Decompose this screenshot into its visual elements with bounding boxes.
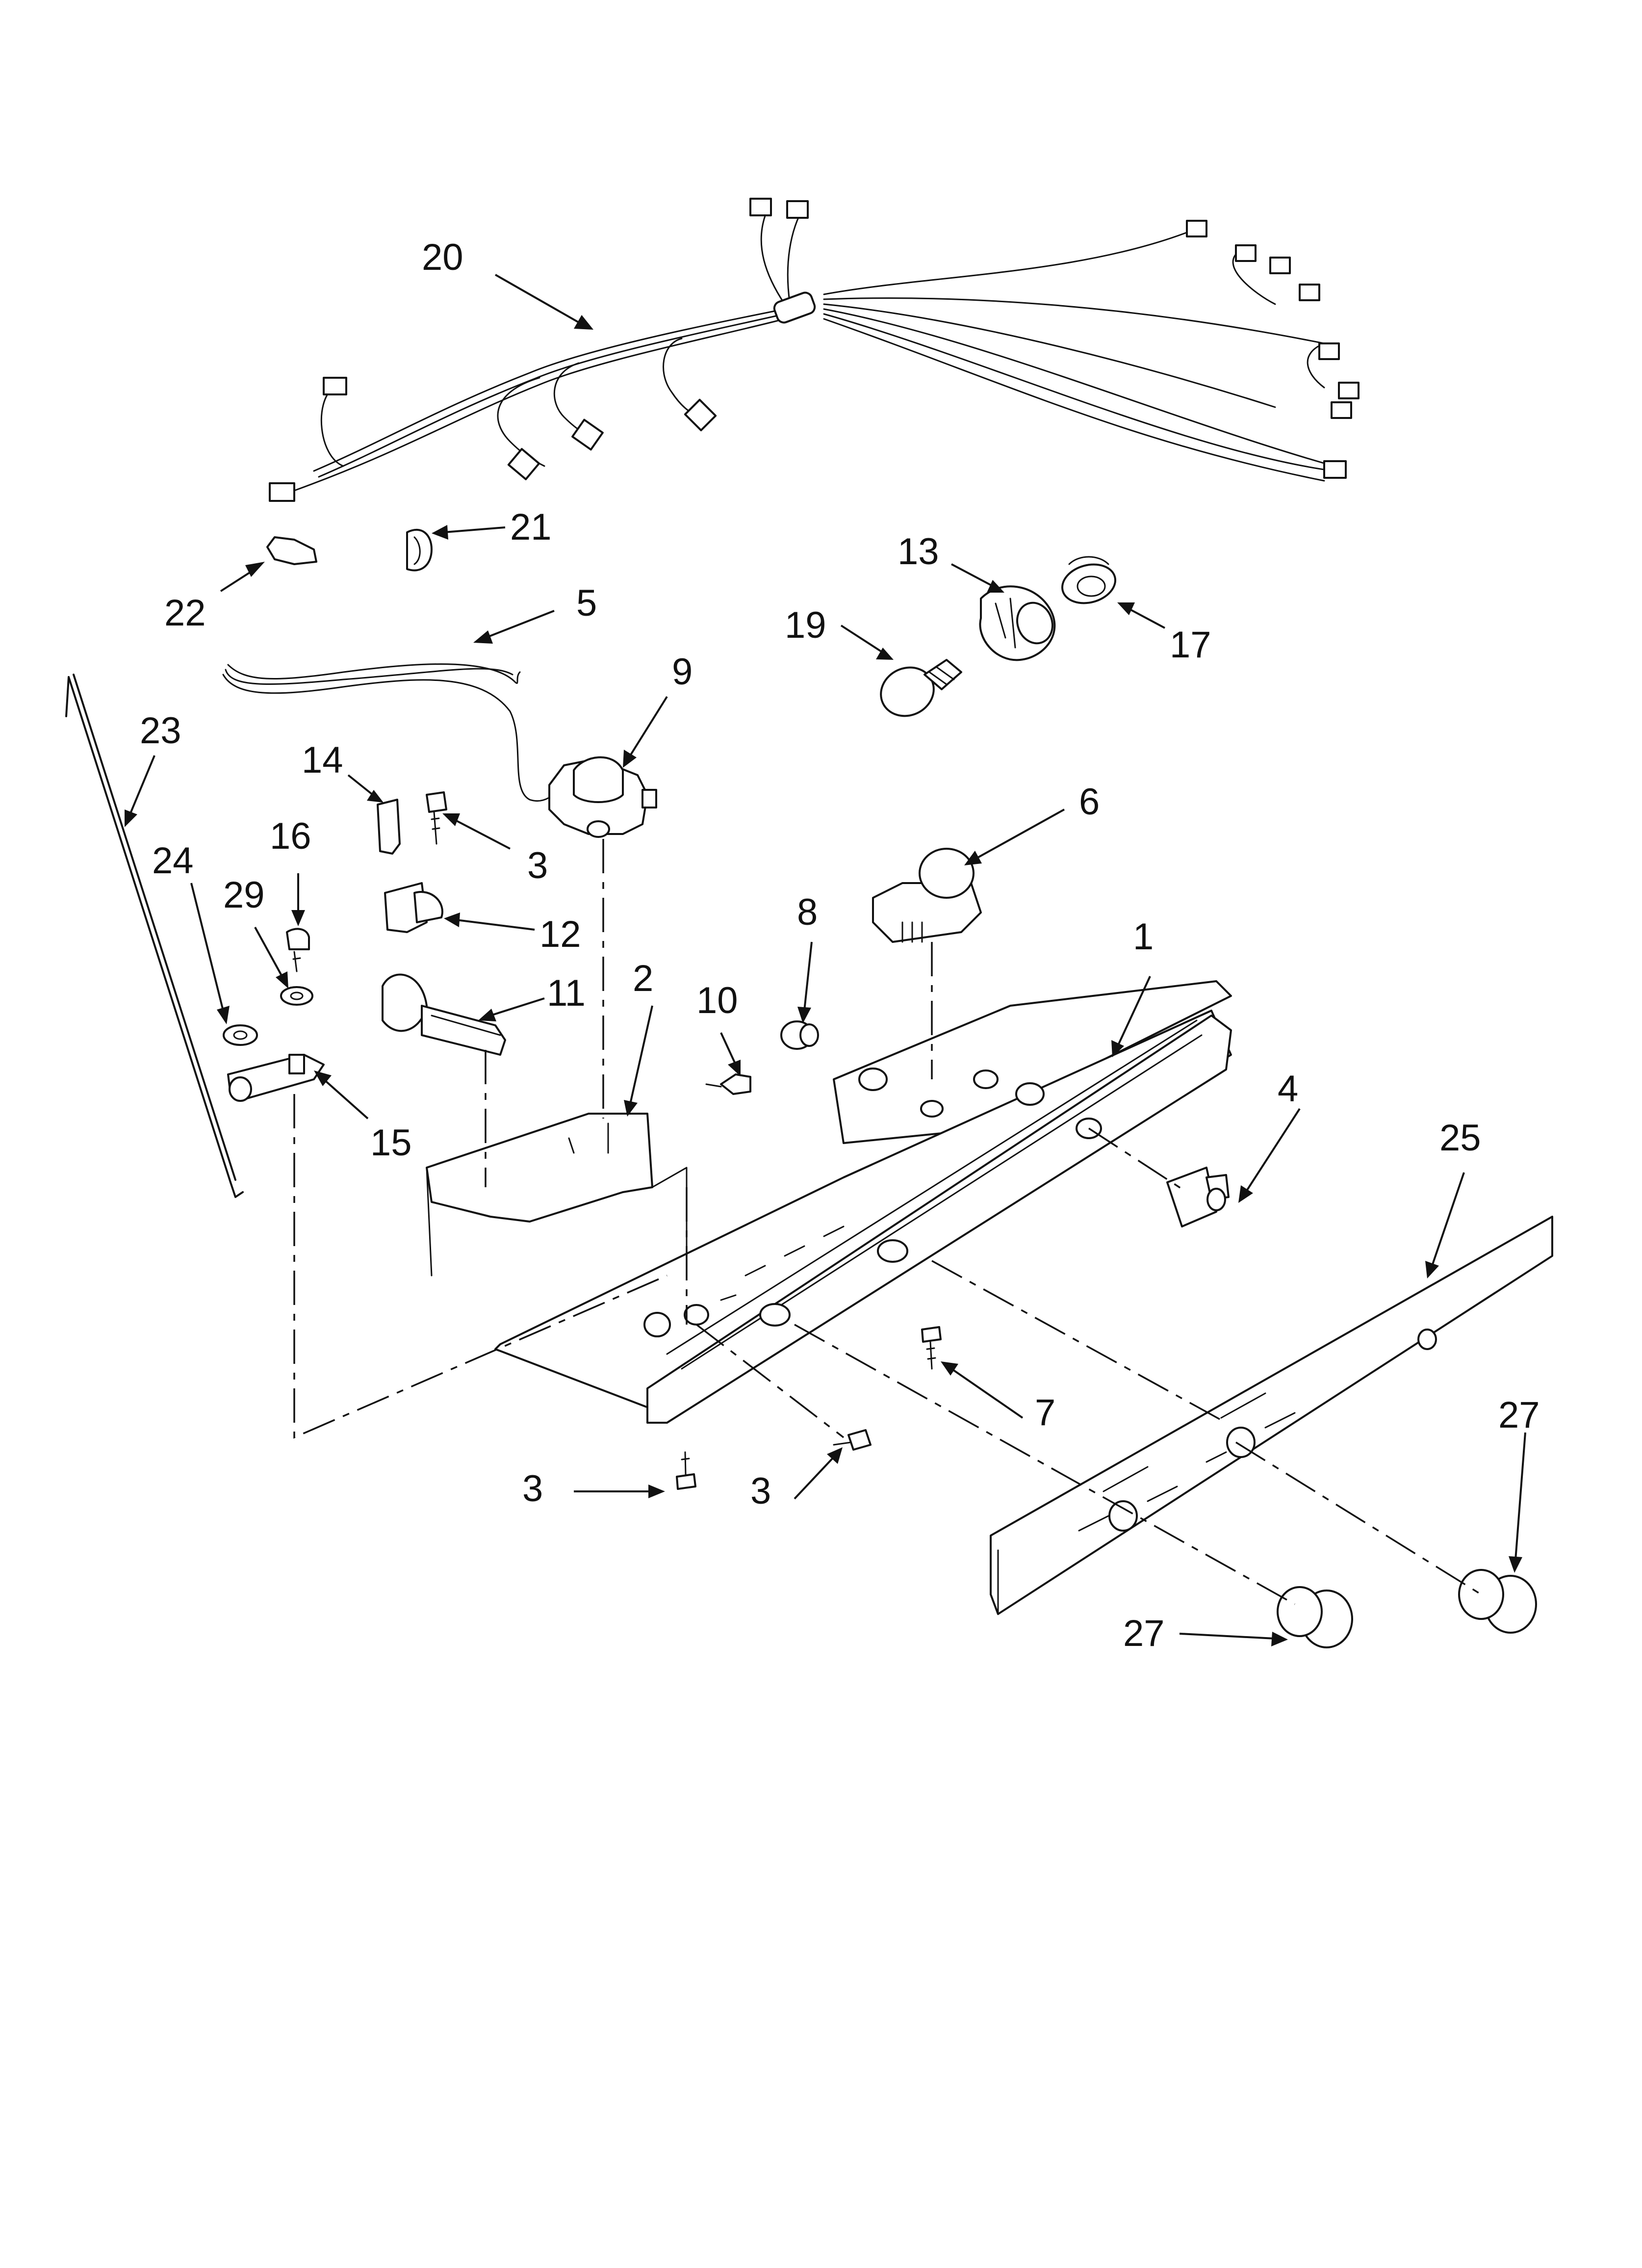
callout-9: 9	[672, 651, 693, 693]
socket-retainer	[1061, 556, 1117, 604]
control-rod	[65, 674, 244, 1198]
callout-8: 8	[797, 891, 818, 933]
callout-23: 23	[140, 710, 181, 752]
callout-13: 13	[898, 531, 939, 573]
callout-29: 29	[223, 874, 265, 916]
harness-retainer	[266, 536, 317, 565]
assembly-lines	[293, 839, 1482, 1605]
callout-6: 6	[1079, 781, 1100, 823]
temperature-control	[548, 756, 657, 838]
callout-7: 7	[1035, 1392, 1055, 1434]
mounting-bracket	[426, 1113, 688, 1277]
callout-3-upper: 3	[527, 845, 548, 886]
callout-3-left: 3	[522, 1468, 543, 1510]
callout-17: 17	[1170, 624, 1211, 666]
light-bulb	[880, 659, 962, 717]
callout-27-right: 27	[1498, 1394, 1540, 1436]
grommet	[780, 1020, 819, 1050]
control-housing	[494, 980, 1232, 1424]
screw	[676, 1451, 696, 1490]
callout-3-right: 3	[750, 1470, 771, 1512]
callout-12: 12	[539, 913, 581, 955]
washer	[280, 986, 313, 1006]
lamp-socket	[979, 585, 1056, 661]
light-switch	[1166, 1167, 1230, 1227]
screw	[426, 791, 447, 845]
insulator-block	[377, 799, 401, 855]
callout-22: 22	[164, 592, 206, 634]
control-lever	[227, 1054, 325, 1102]
callout-20: 20	[422, 236, 463, 278]
washer	[223, 1024, 258, 1046]
screw	[921, 1326, 942, 1370]
callout-1: 1	[1133, 916, 1154, 958]
callout-15: 15	[370, 1122, 412, 1164]
control-panel	[990, 1216, 1553, 1615]
callout-5: 5	[576, 582, 597, 624]
callout-25: 25	[1439, 1117, 1481, 1159]
control-knob	[1458, 1569, 1537, 1634]
callout-27-left: 27	[1123, 1613, 1165, 1654]
callout-21: 21	[510, 506, 552, 548]
leader-lines	[125, 274, 1526, 1646]
screw	[705, 1073, 751, 1095]
callout-11: 11	[547, 972, 586, 1014]
callout-10: 10	[696, 980, 738, 1021]
callout-labels: 20 21 22 5 9 13 17 19 23 14 3 16 24 29 1…	[140, 236, 1540, 1654]
screw	[286, 928, 310, 972]
callout-19: 19	[785, 604, 826, 646]
callout-16: 16	[270, 815, 311, 857]
capillary-tube	[222, 663, 565, 802]
control-knob	[1277, 1586, 1353, 1648]
callout-14: 14	[302, 739, 343, 781]
callout-2: 2	[633, 958, 653, 999]
callout-24: 24	[152, 840, 194, 882]
wire-clip	[406, 529, 433, 572]
damper-control-shaft	[382, 973, 506, 1056]
callout-4: 4	[1278, 1068, 1298, 1110]
screw	[833, 1429, 872, 1451]
bracket	[384, 882, 443, 933]
wire-harness	[269, 198, 1360, 502]
defrost-timer	[872, 848, 982, 943]
